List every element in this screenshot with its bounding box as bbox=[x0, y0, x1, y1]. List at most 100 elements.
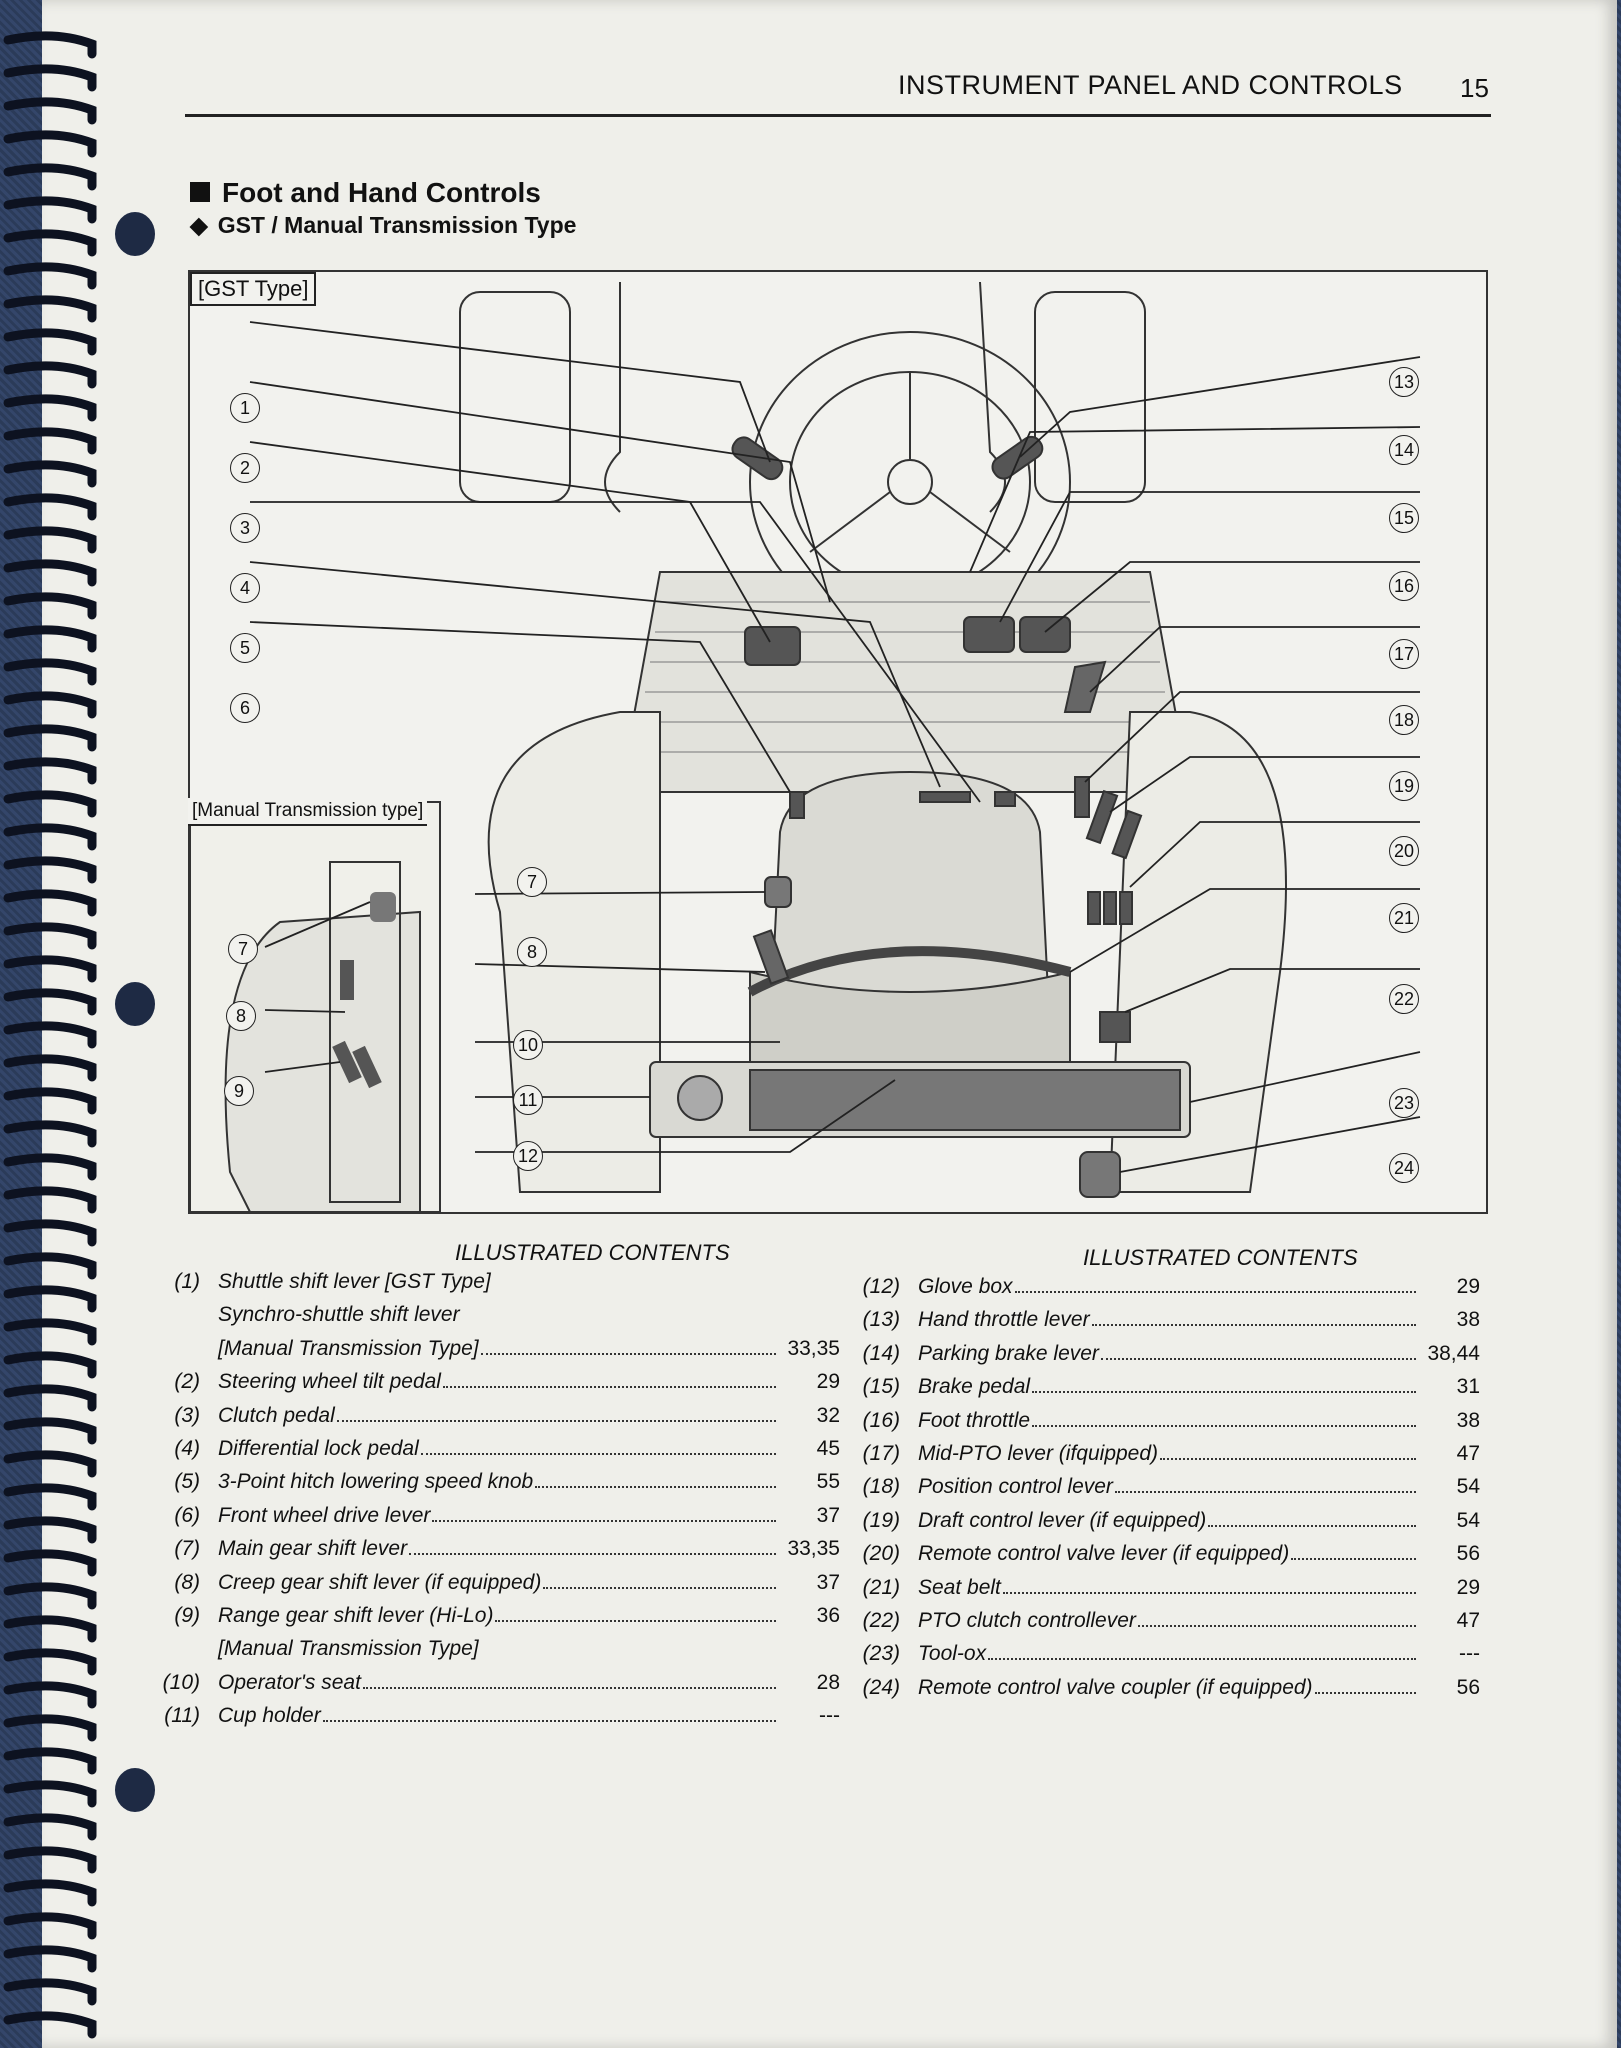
punch-hole bbox=[115, 982, 155, 1026]
contents-item-number: (4) bbox=[174, 1437, 200, 1460]
contents-item-number: (24) bbox=[862, 1675, 900, 1699]
contents-page-ref: 54 bbox=[1456, 1475, 1480, 1499]
contents-page-ref: 28 bbox=[816, 1670, 840, 1694]
contents-item-number bbox=[140, 1637, 200, 1661]
contents-page-ref: 32 bbox=[816, 1403, 840, 1427]
contents-item-number: (18) bbox=[862, 1475, 900, 1499]
contents-item-label: Main gear shift lever bbox=[218, 1537, 408, 1561]
spiral-coil bbox=[3, 328, 97, 356]
spiral-coil bbox=[3, 625, 97, 653]
spiral-coil bbox=[3, 130, 97, 158]
contents-item-number: (19) bbox=[862, 1508, 900, 1532]
contents-row: Synchro-shuttle shift lever bbox=[140, 1303, 840, 1327]
spiral-coil bbox=[3, 526, 97, 554]
contents-heading-right: ILLUSTRATED CONTENTS bbox=[1083, 1245, 1358, 1270]
contents-item-label: Glove box bbox=[918, 1275, 1013, 1298]
contents-row: (1)Shuttle shift lever [GST Type] bbox=[140, 1270, 840, 1294]
contents-item-label: Clutch pedal bbox=[218, 1403, 335, 1427]
leader-dots bbox=[1160, 1442, 1416, 1460]
spiral-coil bbox=[3, 427, 97, 455]
spiral-coil bbox=[3, 1318, 97, 1346]
callout-21: 21 bbox=[1389, 903, 1419, 933]
callout-2: 2 bbox=[230, 453, 260, 483]
spiral-coil bbox=[3, 1417, 97, 1445]
contents-item-number: (15) bbox=[862, 1375, 900, 1399]
contents-item-number: (5) bbox=[174, 1470, 200, 1494]
inset-callout-7: 7 bbox=[228, 934, 258, 964]
section-header: INSTRUMENT PANEL AND CONTROLS bbox=[898, 70, 1403, 100]
contents-item-label: Remote control valve coupler (if equippe… bbox=[918, 1675, 1313, 1699]
leader-dots bbox=[493, 1270, 776, 1288]
callout-18: 18 bbox=[1389, 705, 1419, 735]
spiral-coil bbox=[3, 559, 97, 587]
spiral-coil bbox=[3, 1021, 97, 1049]
spiral-coil bbox=[3, 229, 97, 257]
spiral-coil bbox=[3, 295, 97, 323]
spiral-coil bbox=[3, 1351, 97, 1379]
spiral-coil bbox=[3, 1780, 97, 1808]
leader-dots bbox=[1314, 1676, 1416, 1694]
contents-item-label: 3-Point hitch lowering speed knob bbox=[218, 1470, 534, 1494]
contents-item-label: Position control lever bbox=[918, 1475, 1113, 1499]
callout-17: 17 bbox=[1389, 639, 1419, 669]
spiral-coil bbox=[3, 1054, 97, 1082]
contents-row: (5) 3-Point hitch lowering speed knob 55 bbox=[140, 1470, 840, 1494]
contents-item-label: Front wheel drive lever bbox=[218, 1503, 431, 1527]
spiral-coil bbox=[3, 1087, 97, 1115]
spiral-coil bbox=[3, 889, 97, 917]
contents-item-label: Remote control valve lever (if equipped) bbox=[918, 1542, 1290, 1566]
callout-14: 14 bbox=[1389, 435, 1419, 465]
spiral-coil bbox=[3, 1813, 97, 1841]
contents-page-ref: 56 bbox=[1456, 1675, 1480, 1699]
contents-item-number: (17) bbox=[862, 1442, 900, 1465]
leader-dots bbox=[409, 1537, 776, 1556]
spiral-coil bbox=[3, 2011, 97, 2039]
contents-item-label: Shuttle shift lever [GST Type] bbox=[218, 1270, 491, 1293]
inset-callout-8: 8 bbox=[226, 1001, 256, 1031]
contents-page-ref: 38 bbox=[1456, 1308, 1480, 1332]
leader-dots bbox=[1100, 1342, 1416, 1360]
page-subtitle: ◆GST / Manual Transmission Type bbox=[190, 212, 576, 239]
contents-page-ref: 47 bbox=[1456, 1609, 1480, 1632]
spiral-coil bbox=[3, 1549, 97, 1577]
contents-item-label: Synchro-shuttle shift lever bbox=[218, 1303, 460, 1327]
contents-item-label: Cup holder bbox=[218, 1704, 321, 1728]
spiral-coil bbox=[3, 1219, 97, 1247]
leader-dots bbox=[480, 1337, 776, 1355]
callout-19: 19 bbox=[1389, 771, 1419, 801]
callout-10: 10 bbox=[513, 1030, 543, 1060]
leader-dots bbox=[481, 1637, 776, 1655]
leader-dots bbox=[1091, 1308, 1416, 1327]
spiral-coil bbox=[3, 1978, 97, 2006]
contents-page-ref: 55 bbox=[816, 1470, 840, 1494]
leader-dots bbox=[543, 1571, 776, 1589]
contents-item-label: Parking brake lever bbox=[918, 1341, 1099, 1365]
spiral-coil bbox=[3, 1714, 97, 1742]
callout-5: 5 bbox=[230, 633, 260, 663]
spiral-coil bbox=[3, 394, 97, 422]
spiral-coil bbox=[3, 196, 97, 224]
contents-item-label: [Manual Transmission Type] bbox=[218, 1637, 479, 1661]
contents-item-label: Brake pedal bbox=[918, 1375, 1031, 1399]
diamond-bullet-icon: ◆ bbox=[190, 212, 208, 238]
leader-dots bbox=[1208, 1509, 1416, 1527]
callout-15: 15 bbox=[1389, 503, 1419, 533]
leader-dots bbox=[988, 1642, 1416, 1661]
contents-item-label: Draft control lever (if equipped) bbox=[918, 1508, 1207, 1532]
contents-page-ref: 37 bbox=[816, 1570, 840, 1594]
spiral-coil bbox=[3, 955, 97, 983]
contents-row: (9)Range gear shift lever (Hi-Lo)36 bbox=[140, 1604, 840, 1628]
callout-7: 7 bbox=[517, 867, 547, 897]
header-rule bbox=[185, 114, 1491, 117]
contents-row: (11)Cup holder--- bbox=[140, 1704, 840, 1728]
leader-dots bbox=[462, 1303, 776, 1321]
leader-dots bbox=[322, 1704, 776, 1723]
gst-type-label: [GST Type] bbox=[190, 272, 317, 306]
contents-page-ref: 33,35 bbox=[787, 1336, 840, 1360]
